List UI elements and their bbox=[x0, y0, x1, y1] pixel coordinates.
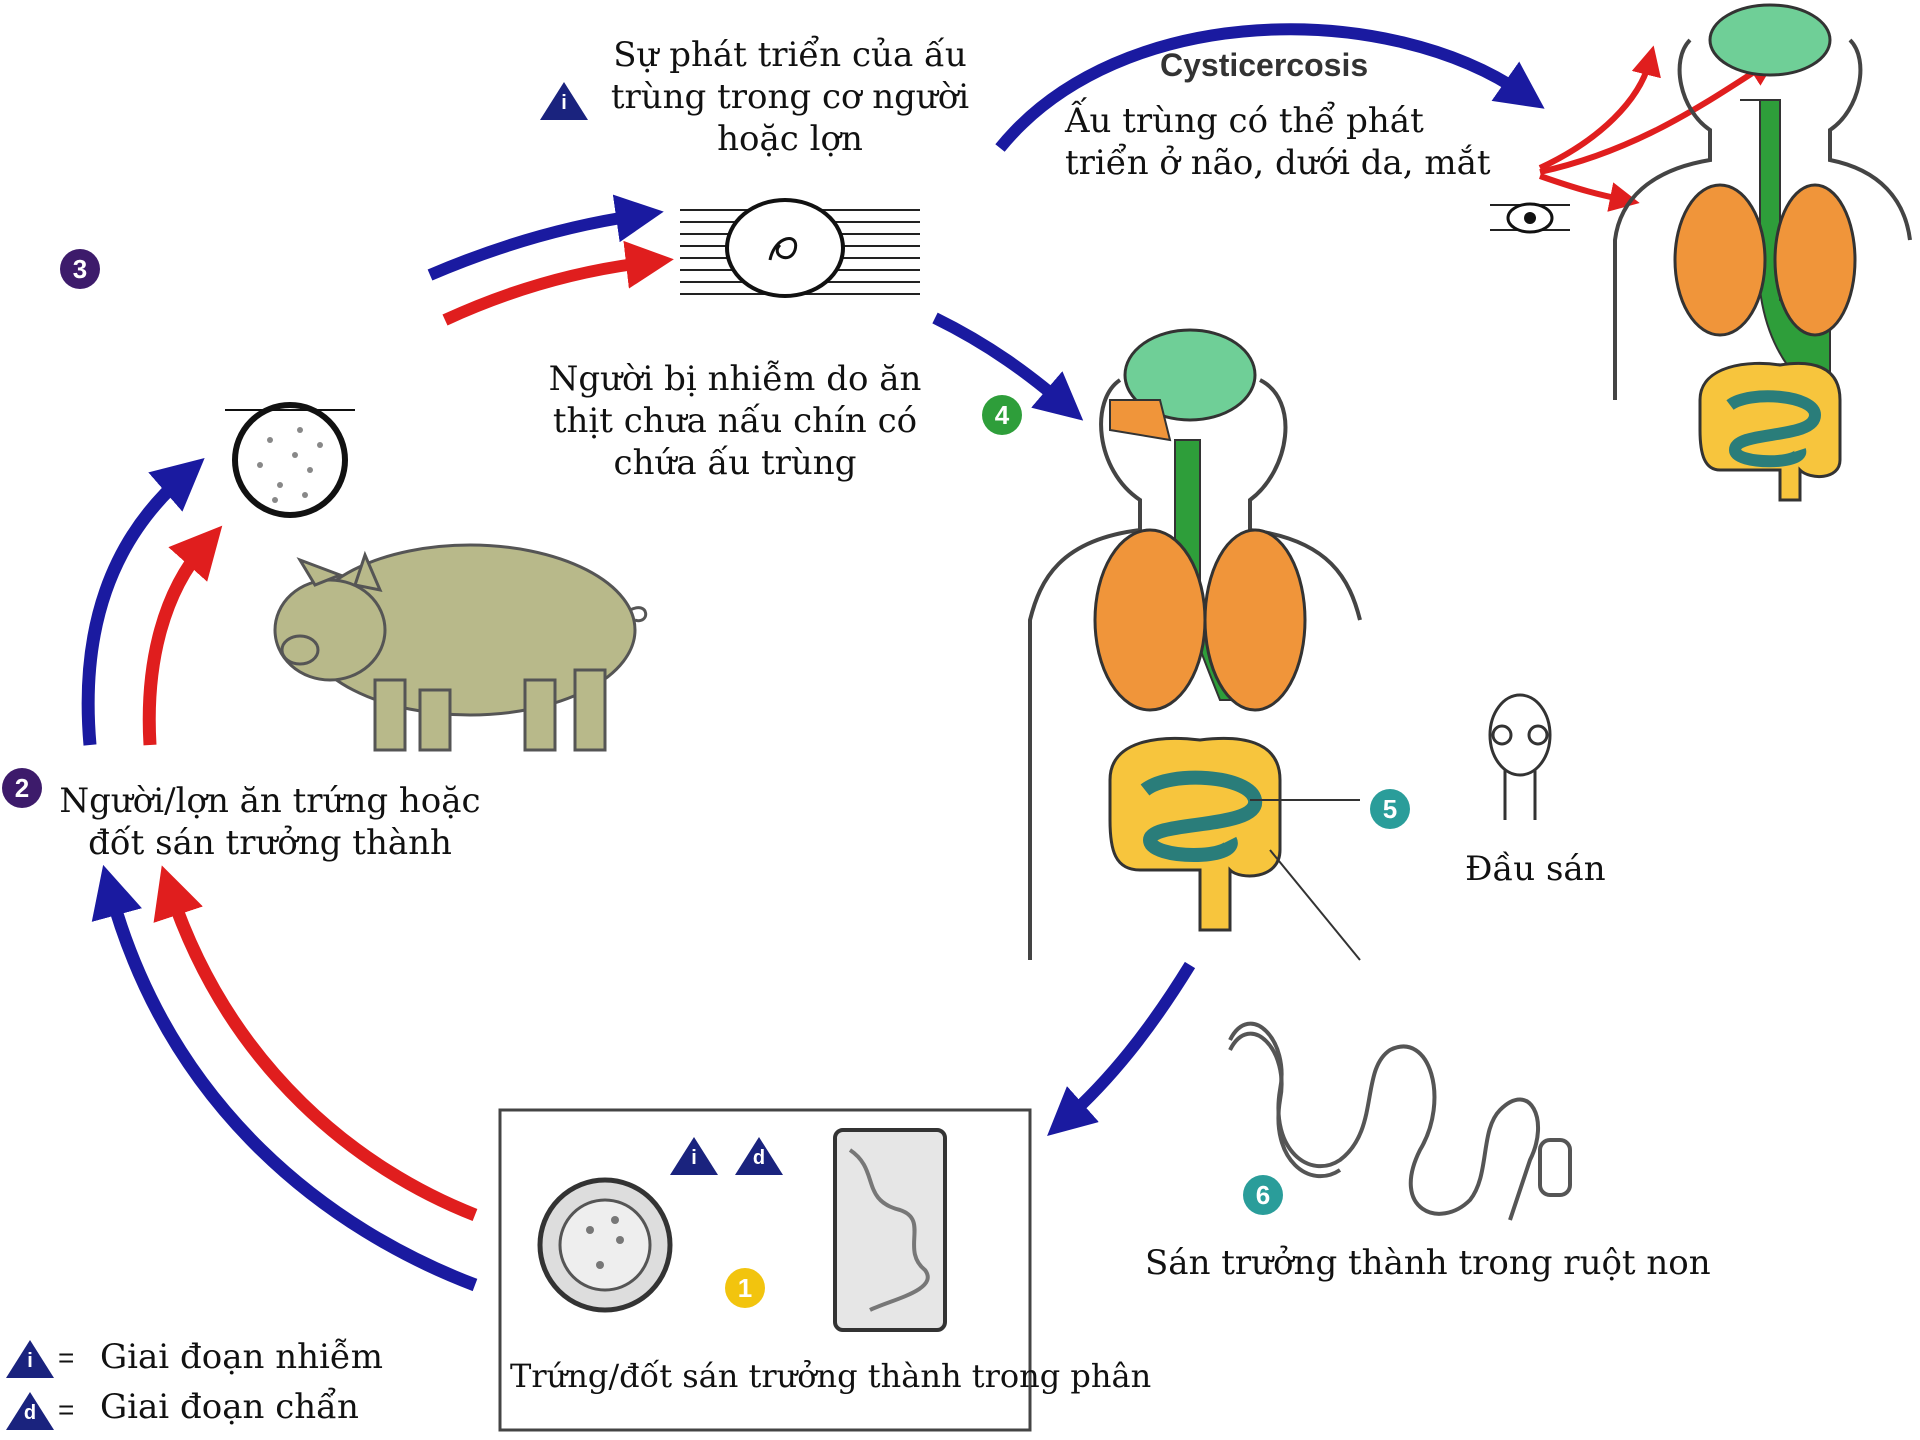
step-4-line-2: thịt chưa nấu chín có bbox=[545, 400, 925, 442]
step-4-badge: 4 bbox=[982, 395, 1022, 435]
legend-infective-symbol: i bbox=[20, 1350, 40, 1373]
infective-stage-icon: i bbox=[540, 82, 588, 120]
step-2-line-1: Người/lợn ăn trứng hoặc bbox=[50, 780, 490, 822]
step-4-text: Người bị nhiễm do ăn thịt chưa nấu chín … bbox=[545, 358, 925, 484]
legend-equals-2: = bbox=[58, 1394, 74, 1426]
step-5-badge: 5 bbox=[1370, 789, 1410, 829]
diagnostic-stage-icon-step-1: d bbox=[735, 1137, 783, 1175]
step-2-line-2: đốt sán trưởng thành bbox=[50, 822, 490, 864]
step-4-line-3: chứa ấu trùng bbox=[545, 442, 925, 484]
step-3-line-2: trùng trong cơ người bbox=[600, 76, 980, 118]
pig-illustration bbox=[275, 545, 646, 750]
legend-equals-1: = bbox=[58, 1342, 74, 1374]
legend-diagnostic-icon: d bbox=[6, 1392, 54, 1430]
step-4-line-1: Người bị nhiễm do ăn bbox=[545, 358, 925, 400]
step-3-text: Sự phát triển của ấu trùng trong cơ ngườ… bbox=[600, 34, 980, 160]
step-3-badge: 3 bbox=[60, 249, 100, 289]
arrow-red-3-to-cyst bbox=[445, 262, 650, 320]
arrow-red-1-to-2 bbox=[170, 890, 475, 1215]
proglottid-illustration bbox=[835, 1130, 945, 1330]
step-5-text: Đầu sán bbox=[1465, 848, 1606, 890]
arrow-red-2-to-3 bbox=[149, 545, 205, 745]
step-1-badge: 1 bbox=[725, 1268, 765, 1308]
legend-infective-label: Giai đoạn nhiễm bbox=[100, 1336, 383, 1378]
cysticercosis-text: Ấu trùng có thể phát triển ở não, dưới d… bbox=[1065, 100, 1491, 184]
legend-diagnostic-symbol: d bbox=[20, 1402, 40, 1425]
eye-illustration bbox=[1490, 204, 1570, 232]
egg-illustration-top bbox=[225, 405, 355, 515]
step-2-text: Người/lợn ăn trứng hoặc đốt sán trưởng t… bbox=[50, 780, 490, 864]
arrow-blue-human-to-1 bbox=[1065, 965, 1190, 1120]
infective-stage-icon-step-1: i bbox=[670, 1137, 718, 1175]
cysticercosis-line-1: Ấu trùng có thể phát bbox=[1065, 100, 1491, 142]
egg-illustration-bottom bbox=[540, 1180, 670, 1310]
step-3-line-1: Sự phát triển của ấu bbox=[600, 34, 980, 76]
scolex-illustration bbox=[1490, 695, 1550, 820]
larva-in-muscle-illustration bbox=[680, 200, 920, 296]
legend-diagnostic-label: Giai đoạn chẩn bbox=[100, 1386, 359, 1428]
cysticercosis-title: Cysticercosis bbox=[1160, 44, 1368, 86]
human-body-cysticercosis-illustration bbox=[1615, 5, 1910, 500]
step-1-text: Trứng/đốt sán trưởng thành trong phân bbox=[510, 1355, 1151, 1397]
step-2-badge: 2 bbox=[2, 768, 42, 808]
step-6-badge: 6 bbox=[1243, 1175, 1283, 1215]
step-6-text: Sán trưởng thành trong ruột non bbox=[1145, 1242, 1711, 1284]
arrow-blue-cyst-to-human bbox=[935, 318, 1065, 405]
cysticercosis-line-2: triển ở não, dưới da, mắt bbox=[1065, 142, 1491, 184]
legend-infective-icon: i bbox=[6, 1340, 54, 1378]
step-3-line-3: hoặc lợn bbox=[600, 118, 980, 160]
human-body-illustration bbox=[1030, 330, 1360, 960]
